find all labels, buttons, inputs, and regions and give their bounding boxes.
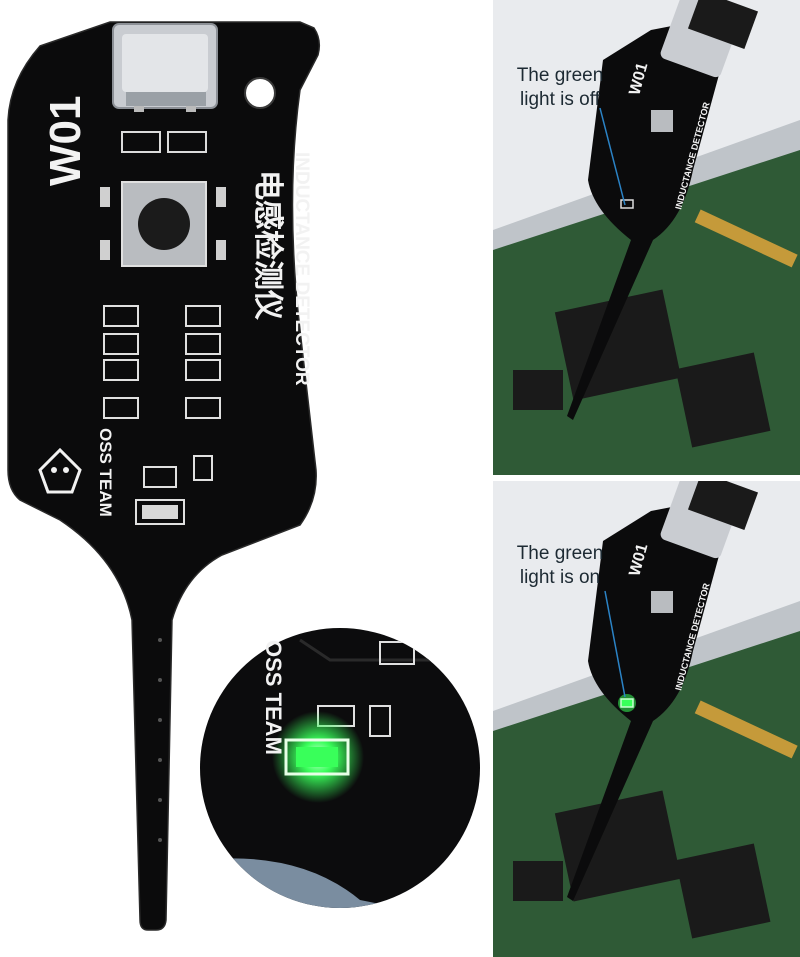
- product-name-cn: 电感检测仪: [251, 170, 285, 320]
- callout-light-on-line2: light is on: [519, 567, 601, 588]
- pcb-body: [7, 21, 321, 931]
- probe-vias: [158, 638, 162, 842]
- callout-light-off-line1: The green: [516, 65, 604, 86]
- smd-pads-right: [185, 305, 221, 419]
- smd-pads-top: [121, 131, 207, 153]
- oss-team-logo: [38, 447, 82, 494]
- brand-label: OSS TEAM: [96, 428, 115, 517]
- callout-line-on: [604, 590, 626, 698]
- demo-photo-light-off: W01 INDUCTANCE DETECTOR: [493, 0, 800, 475]
- led-area: [135, 455, 213, 525]
- hang-hole: [244, 77, 276, 109]
- callout-light-off-line2: light is off: [520, 89, 600, 110]
- product-name-en: INDUCTANCE DETECTOR: [291, 152, 312, 386]
- smd-pads-left: [103, 305, 139, 419]
- usb-c-port: [112, 23, 218, 112]
- callout-light-on-line1: The green: [516, 543, 604, 564]
- push-button: [100, 181, 226, 267]
- zoom-brand-label: OSS TEAM: [261, 640, 286, 755]
- callout-line-off: [599, 107, 626, 206]
- callout-light-on: The green light is on: [500, 542, 620, 590]
- model-label: W01: [41, 96, 90, 186]
- demo-photo-light-on: W01 INDUCTANCE DETECTOR: [493, 481, 800, 957]
- callout-light-off: The green light is off: [500, 64, 620, 112]
